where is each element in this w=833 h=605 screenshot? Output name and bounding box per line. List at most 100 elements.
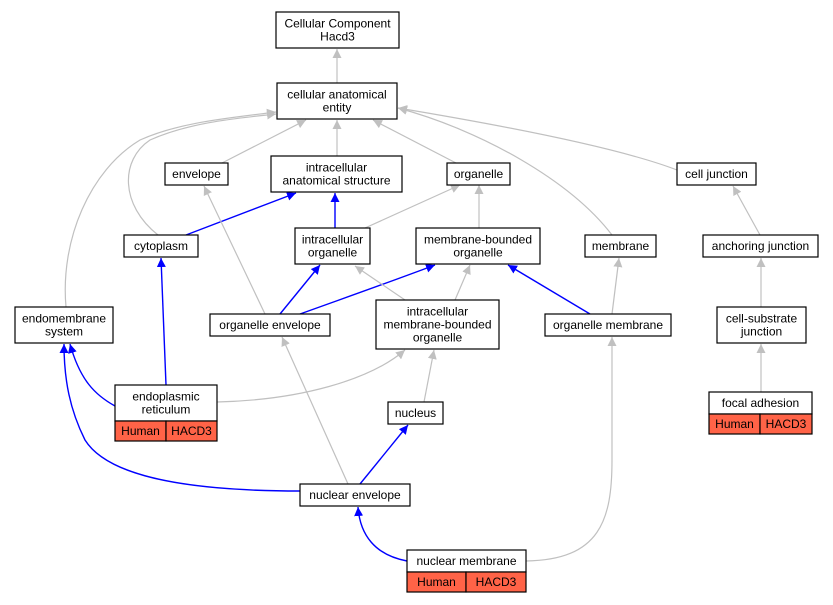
node-box bbox=[375, 299, 500, 350]
node-box bbox=[544, 313, 672, 337]
node-nuclear-envelope[interactable]: nuclear envelope bbox=[299, 483, 411, 507]
node-label-line: envelope bbox=[172, 167, 221, 181]
node-label-line: anchoring junction bbox=[712, 239, 809, 253]
annotation-gene-label: HACD3 bbox=[171, 424, 212, 438]
edge-part-of-organelle-envelope-to-intracellular-organelle bbox=[279, 264, 321, 315]
node-box bbox=[584, 234, 657, 258]
node-box bbox=[676, 162, 757, 186]
node-label-line: entity bbox=[323, 101, 352, 115]
node-label-line: reticulum bbox=[142, 403, 191, 417]
node-box bbox=[14, 306, 114, 344]
node-box bbox=[716, 306, 807, 344]
node-label-line: membrane-bounded bbox=[383, 318, 491, 332]
node-label-line: Cellular Component bbox=[284, 17, 391, 31]
node-organelle-membrane[interactable]: organelle membrane bbox=[544, 313, 672, 337]
node-box bbox=[270, 155, 403, 193]
edge-part-of-nuclear-envelope-to-endomembrane-system bbox=[59, 343, 301, 492]
annotation-species-label: Human bbox=[121, 424, 160, 438]
node-cell-junction[interactable]: cell junction bbox=[676, 162, 757, 186]
edge-is-a-nucleus-to-intracellular-membrane-bounded-organelle bbox=[423, 349, 437, 403]
annotation-species-label: Human bbox=[715, 417, 754, 431]
node-box bbox=[114, 384, 218, 422]
node-label-line: intracellular bbox=[407, 305, 468, 319]
node-membrane[interactable]: membrane bbox=[584, 234, 657, 258]
edge-is-a-nuclear-envelope-to-organelle-envelope bbox=[281, 336, 349, 485]
edge-is-a-endomembrane-system-to-cellular-anatomical-entity bbox=[64, 108, 277, 308]
node-label-line: organelle envelope bbox=[219, 318, 321, 332]
edge-part-of-nuclear-membrane-to-nuclear-envelope bbox=[354, 506, 408, 562]
edge-is-a-cell-junction-to-cellular-anatomical-entity bbox=[397, 105, 678, 171]
node-label-line: intracellular bbox=[302, 233, 363, 247]
node-label-line: cell-substrate bbox=[726, 312, 798, 326]
node-anchoring-junction[interactable]: anchoring junction bbox=[702, 234, 819, 258]
annotation-gene-cell[interactable]: HACD3 bbox=[165, 420, 218, 442]
node-label-line: cytoplasm bbox=[134, 239, 188, 253]
edge-part-of-organelle-membrane-to-membrane-bounded-organelle bbox=[507, 264, 591, 315]
node-label-line: nuclear envelope bbox=[309, 488, 401, 502]
edge-is-a-cytoplasm-to-cellular-anatomical-entity bbox=[127, 110, 277, 236]
node-organelle-envelope[interactable]: organelle envelope bbox=[209, 313, 331, 337]
edge-part-of-nuclear-envelope-to-nucleus bbox=[359, 424, 409, 485]
node-label-line: organelle bbox=[453, 246, 503, 260]
node-box bbox=[294, 227, 371, 265]
annotation-cell-box bbox=[465, 571, 527, 593]
node-label-line: nucleus bbox=[395, 406, 436, 420]
node-label-line: membrane-bounded bbox=[424, 233, 532, 247]
edge-is-a-organelle-to-cellular-anatomical-entity bbox=[372, 119, 457, 164]
node-label-line: cellular anatomical bbox=[287, 88, 386, 102]
annotation-species-cell[interactable]: Human bbox=[406, 571, 467, 593]
node-label-line: nuclear membrane bbox=[416, 554, 516, 568]
edge-is-a-intracellular-membrane-bounded-organelle-to-intracellular-organelle bbox=[354, 265, 406, 301]
node-organelle[interactable]: organelle bbox=[446, 162, 511, 186]
node-label-line: junction bbox=[740, 325, 782, 339]
annotation-species-cell[interactable]: Human bbox=[708, 413, 761, 435]
annotation-species-cell[interactable]: Human bbox=[114, 420, 167, 442]
node-box bbox=[164, 162, 229, 186]
edge-part-of-endoplasmic-reticulum-to-cytoplasm bbox=[156, 257, 167, 386]
node-box bbox=[702, 234, 819, 258]
node-label-line: Hacd3 bbox=[320, 30, 355, 44]
node-box bbox=[387, 401, 444, 425]
node-label-line: organelle bbox=[413, 331, 463, 345]
edge-is-a-nuclear-membrane-to-organelle-membrane bbox=[525, 337, 617, 562]
edge-is-a-envelope-to-cellular-anatomical-entity bbox=[221, 119, 307, 164]
node-box bbox=[123, 234, 199, 258]
edge-part-of-endoplasmic-reticulum-to-endomembrane-system bbox=[68, 343, 116, 407]
edge-is-a-intracellular-membrane-bounded-organelle-to-membrane-bounded-organelle bbox=[454, 264, 471, 301]
node-label-line: organelle bbox=[454, 167, 504, 181]
node-cytoplasm[interactable]: cytoplasm bbox=[123, 234, 199, 258]
node-label-line: membrane bbox=[592, 239, 650, 253]
annotation-gene-cell[interactable]: HACD3 bbox=[759, 413, 813, 435]
node-label-line: focal adhesion bbox=[722, 396, 799, 410]
node-box bbox=[299, 483, 411, 507]
node-label-line: system bbox=[45, 325, 83, 339]
edge-is-a-membrane-to-cellular-anatomical-entity bbox=[397, 105, 613, 236]
node-label-line: cell junction bbox=[685, 167, 748, 181]
edges-layer bbox=[59, 49, 766, 562]
node-label-line: organelle bbox=[308, 246, 358, 260]
node-label-line: organelle membrane bbox=[553, 318, 663, 332]
node-box bbox=[275, 11, 400, 49]
node-label-line: endomembrane bbox=[22, 312, 106, 326]
node-label-line: anatomical structure bbox=[282, 174, 390, 188]
annotation-cell-box bbox=[165, 420, 218, 442]
node-box bbox=[415, 227, 541, 265]
node-envelope[interactable]: envelope bbox=[164, 162, 229, 186]
edge-is-a-intracellular-organelle-to-organelle bbox=[364, 184, 461, 229]
edge-part-of-organelle-envelope-to-membrane-bounded-organelle bbox=[299, 263, 436, 315]
node-nucleus[interactable]: nucleus bbox=[387, 401, 444, 425]
annotation-gene-cell[interactable]: HACD3 bbox=[465, 571, 527, 593]
node-label-line: endoplasmic bbox=[132, 390, 199, 404]
